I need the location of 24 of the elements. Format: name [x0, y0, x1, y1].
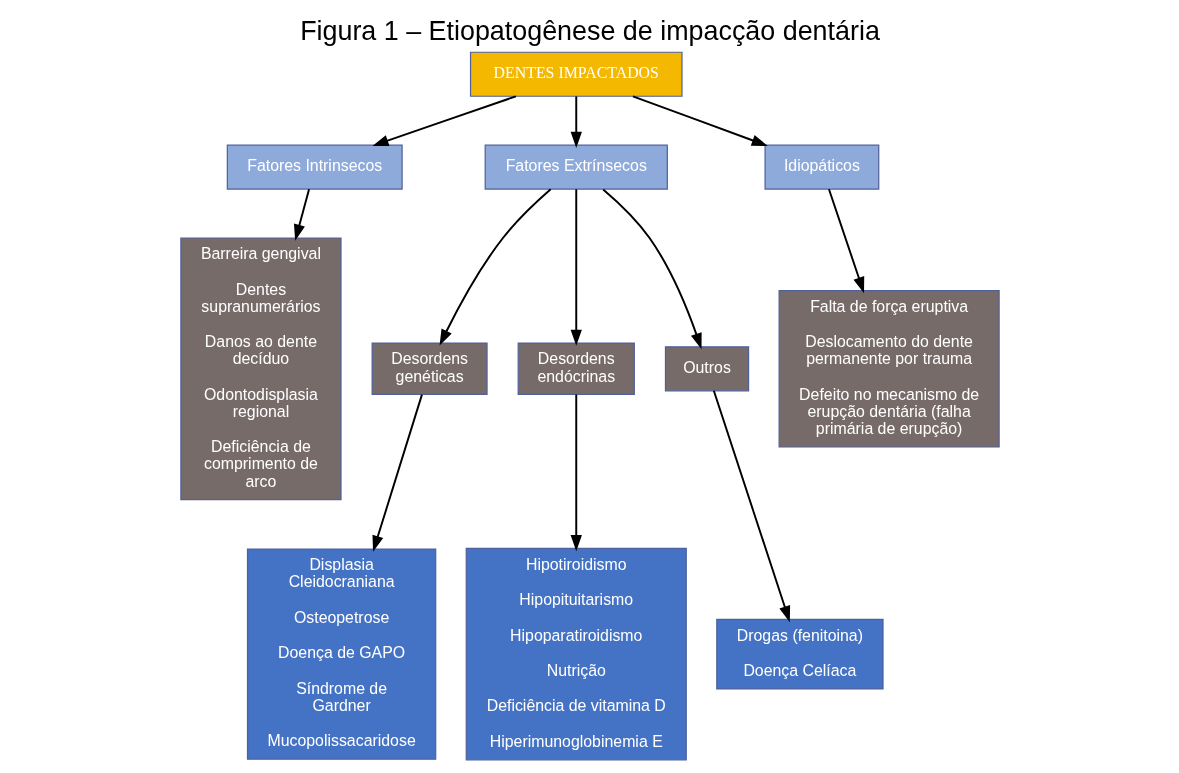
node-box: Displasia Cleidocraniana Osteopetrose Doença de GAPO Síndrome de Gardner Mucopolissacaridose — [246, 548, 436, 760]
node-box: Fatores Intrinsecos — [226, 144, 403, 190]
node-box: Drogas (fenitoina) Doença Celíaca — [715, 618, 884, 690]
arrow — [570, 393, 582, 552]
arrow — [631, 95, 768, 146]
node-box: Idiopáticos — [763, 144, 879, 190]
node-box: DENTES IMPACTADOS — [469, 51, 683, 97]
node-box: Fatores Extrínsecos — [484, 144, 668, 190]
arrow — [371, 393, 423, 552]
arrow — [827, 188, 864, 294]
node-box: Desordens endócrinas — [517, 342, 635, 396]
node-box: Desordens genéticas — [371, 342, 488, 396]
arrow — [293, 188, 310, 241]
arrow — [570, 188, 582, 346]
node-box: Hipotiroidismo Hipopituitarismo Hipoparatiroidismo Nutrição Deficiência de vitamina D Hiperimunoglobinemia E — [465, 547, 687, 761]
node-box: Outros — [664, 346, 749, 392]
node-box: Falta de força eruptiva Deslocamento do dente permanente por trauma Defeito no mecanismo de erupção dentária (falha primária de erupção) — [778, 289, 1000, 448]
node-box: Barreira gengival Dentes supranumerários Danos ao dente decíduo Odontodisplasia regional Deficiência de comprimento de arco — [179, 237, 342, 501]
arrow — [439, 188, 552, 346]
arrow — [712, 389, 790, 623]
diagram-title: Figura 1 – Etiopatogênese de impacção dentária — [299, 15, 880, 46]
arrow — [371, 95, 517, 147]
arrow — [601, 188, 702, 350]
arrow — [570, 95, 582, 148]
